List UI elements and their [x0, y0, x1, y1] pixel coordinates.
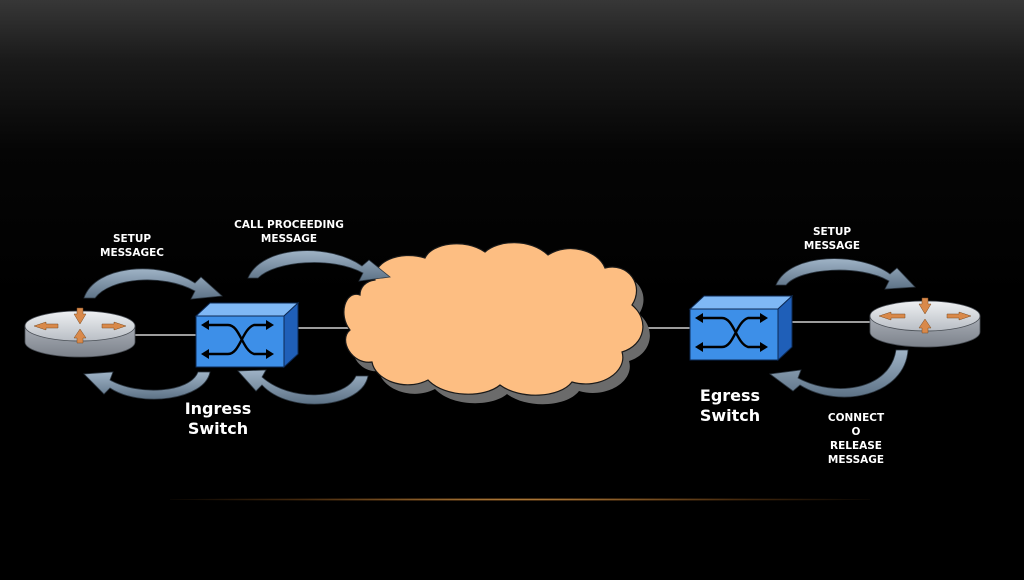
- label-setup-right-line-1: SETUP: [812, 226, 852, 238]
- label-setup-right: SETUP MESSAGE: [792, 225, 872, 253]
- label-ingress-switch-line-2: Switch: [187, 419, 249, 438]
- label-setup-right-line-2: MESSAGE: [803, 240, 861, 252]
- label-egress-switch-line-1: Egress: [699, 386, 761, 405]
- label-setup-left-line-1: SETUP: [112, 233, 152, 245]
- label-call-proceeding-line-2: MESSAGE: [260, 233, 318, 245]
- curved-arrow-return-cloud: [237, 369, 369, 405]
- curved-arrow-call-proceeding: [247, 250, 391, 282]
- curved-arrow-connect-release: [768, 349, 909, 398]
- label-egress-switch-line-2: Switch: [699, 406, 761, 425]
- label-setup-left: SETUP MESSAGEC: [92, 232, 172, 260]
- label-call-proceeding-line-1: CALL PROCEEDING: [234, 219, 344, 231]
- router-left-icon: [24, 307, 136, 358]
- network-cloud: [343, 242, 650, 405]
- label-connect-release: CONNECT O RELEASE MESSAGE: [816, 411, 896, 467]
- label-call-proceeding: CALL PROCEEDING MESSAGE: [222, 218, 356, 246]
- label-ingress-switch-line-1: Ingress: [184, 399, 252, 418]
- label-ingress-switch: Ingress Switch: [173, 399, 263, 439]
- curved-arrow-return-left: [83, 371, 211, 400]
- label-connect-release-line-4: MESSAGE: [827, 454, 885, 466]
- label-egress-switch: Egress Switch: [685, 386, 775, 426]
- label-connect-release-line-2: O: [851, 426, 861, 438]
- label-setup-left-line-2: MESSAGEC: [100, 247, 164, 259]
- label-connect-release-line-1: CONNECT: [827, 412, 885, 424]
- bottom-glow-divider: [170, 498, 870, 501]
- router-right-icon: [869, 297, 981, 348]
- ingress-switch-icon: [194, 301, 300, 369]
- curved-arrow-setup-right: [775, 258, 916, 290]
- egress-switch-icon: [688, 294, 794, 362]
- curved-arrow-setup-left: [83, 268, 223, 300]
- label-connect-release-line-3: RELEASE: [830, 440, 882, 452]
